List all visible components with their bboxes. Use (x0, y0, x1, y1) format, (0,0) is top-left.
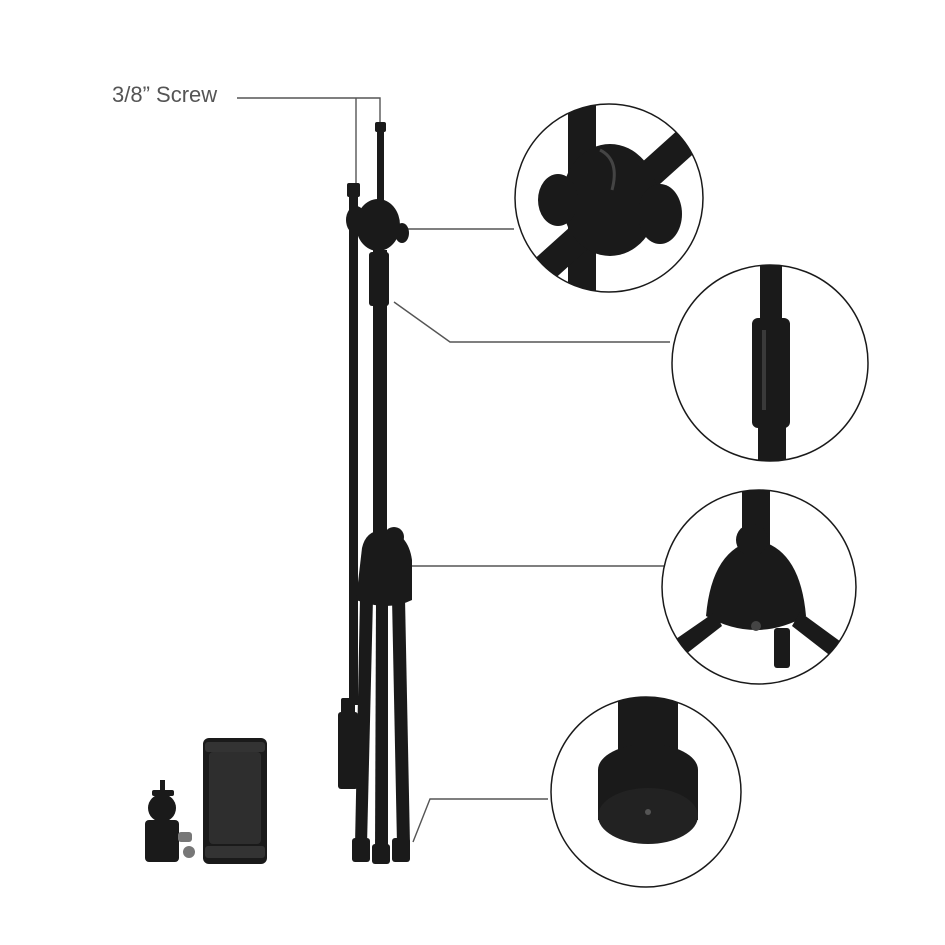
foot-leader-line (412, 798, 548, 843)
detail-circle-tube-joint (671, 264, 869, 462)
foot-right (392, 838, 410, 862)
mini-ball-head (145, 780, 195, 862)
accessories (145, 738, 267, 864)
boom-clamp-knob (346, 206, 366, 234)
tripod-leg-left (355, 598, 373, 845)
joint-leader-line (393, 301, 670, 343)
foot-left (352, 838, 370, 862)
detail-circle-leg-hub (661, 489, 857, 685)
screw-callout-label: 3/8” Screw (112, 82, 218, 107)
tripod-stand (338, 122, 412, 864)
main-pole (373, 250, 387, 550)
tripod-leg-right (392, 598, 410, 845)
detail-circle-rubber-foot (550, 696, 742, 888)
detail-circle-boom-clamp (514, 103, 704, 293)
hub-knob (384, 527, 404, 547)
leg-hub (356, 530, 412, 606)
tube-joint (369, 252, 389, 306)
screw-leader-line (237, 97, 381, 124)
boom-arm (349, 185, 358, 705)
foot-middle (372, 844, 390, 864)
phone-holder-clamp (203, 738, 267, 864)
leader-lines (237, 97, 670, 843)
boom-clamp (356, 199, 400, 251)
tripod-leg-middle (375, 600, 388, 852)
boom-counterweight (338, 712, 358, 789)
main-pole-top (377, 124, 384, 214)
